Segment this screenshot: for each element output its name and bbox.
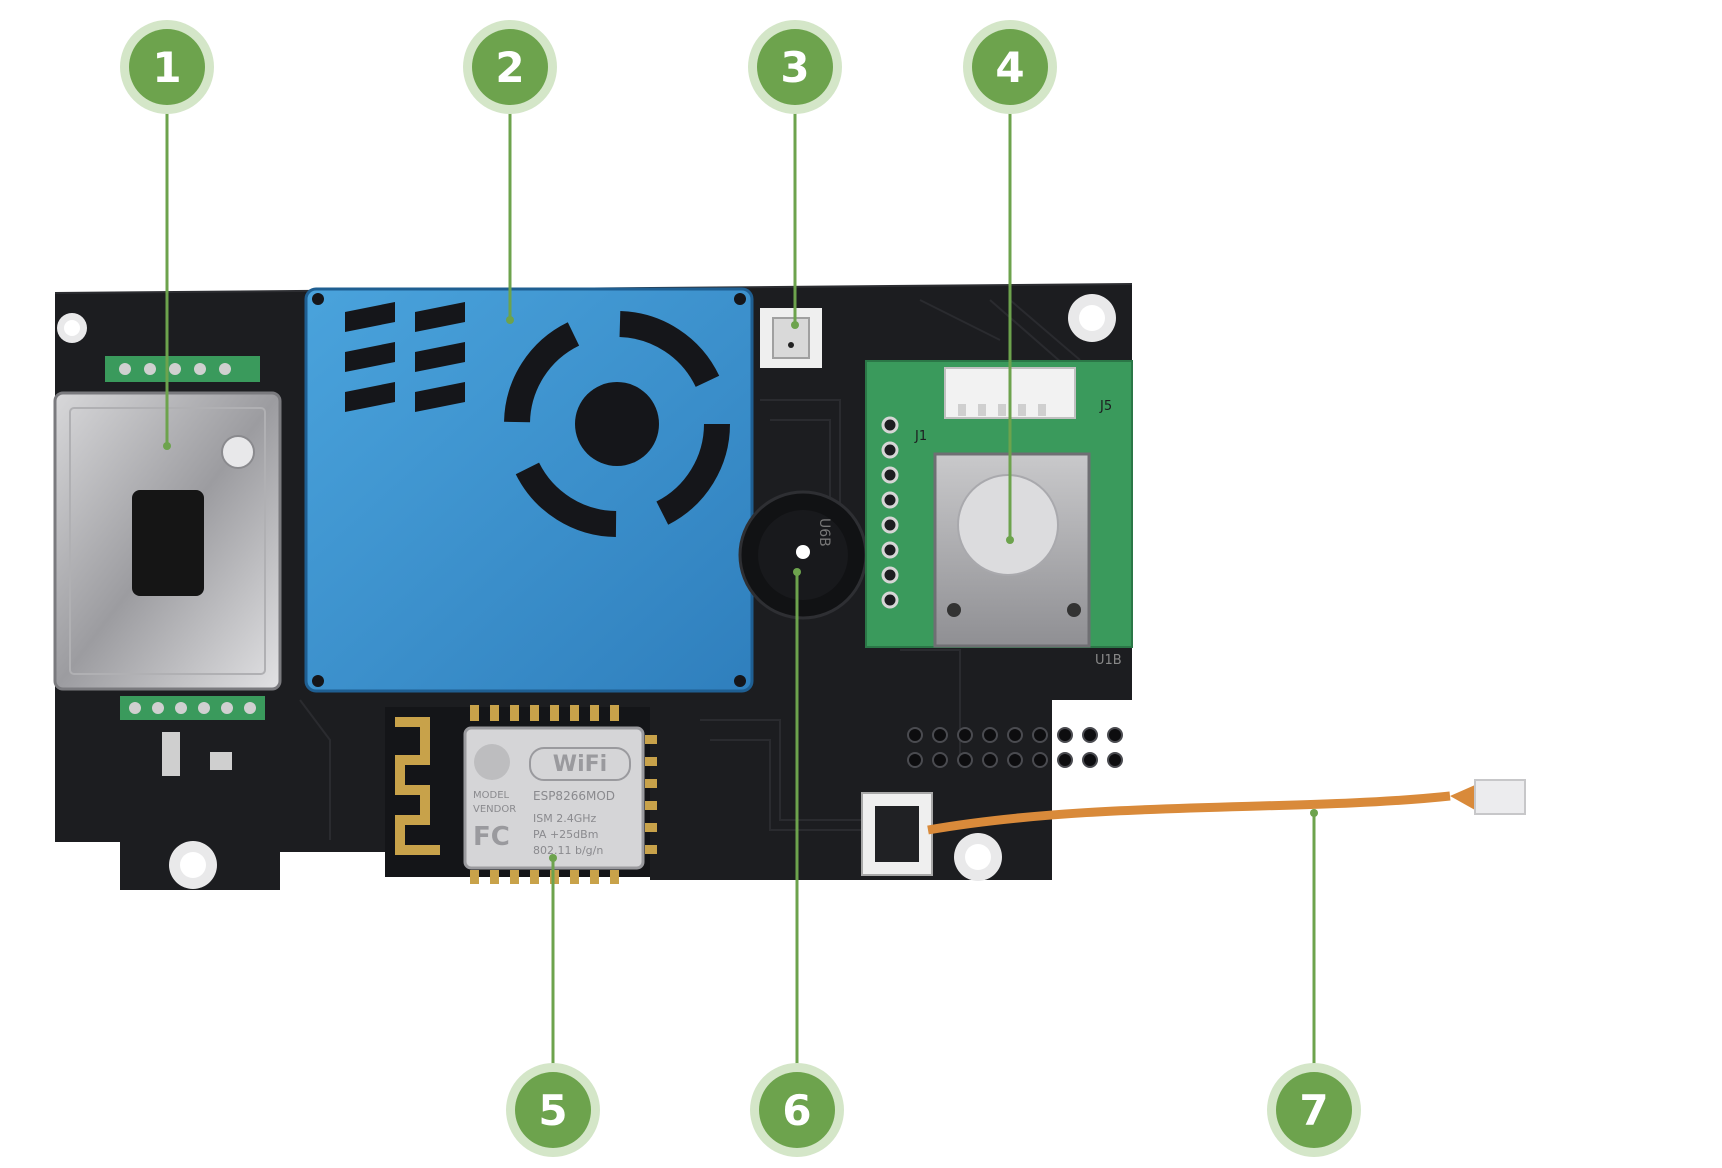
callout-4: 4: [963, 20, 1057, 114]
label-j5: J5: [1099, 399, 1112, 414]
fc-mark: FC: [473, 822, 510, 852]
callout-number: 1: [152, 43, 181, 92]
component-2-particulate-sensor: [304, 287, 754, 693]
callout-7: 7: [1267, 1063, 1361, 1157]
mounting-hole-top-left: [57, 313, 87, 343]
label-u6b: U6B: [816, 518, 832, 547]
label-u1b: U1B: [1095, 653, 1122, 668]
mounting-hole-top-right: [1068, 294, 1116, 342]
callout-5: 5: [506, 1063, 600, 1157]
pin-header: [907, 727, 1123, 768]
component-3-small-sensor: [760, 308, 822, 368]
leader-dots: [163, 316, 1318, 862]
wifi-logo-text: WiFi: [553, 752, 607, 777]
component-7-flex-cable-sensor: [861, 779, 1526, 876]
label-module: ESP8266MOD: [533, 789, 615, 803]
label-model: MODEL: [473, 790, 510, 801]
label-std: 802.11 b/g/n: [533, 844, 603, 857]
component-4-gas-sensor: J5 J1 U1B: [865, 360, 1133, 668]
mounting-hole-bottom-left: [169, 841, 217, 889]
fan-grille: [504, 311, 730, 537]
label-ism: ISM 2.4GHz: [533, 812, 597, 825]
callout-number: 2: [495, 43, 524, 92]
component-6-buzzer: U6B: [738, 490, 868, 620]
label-j1: J1: [914, 429, 927, 444]
callout-number: 6: [782, 1086, 811, 1135]
callout-1: 1: [120, 20, 214, 114]
callout-2: 2: [463, 20, 557, 114]
label-pa: PA +25dBm: [533, 828, 598, 841]
mounting-hole-bottom-right: [954, 833, 1002, 881]
callout-3: 3: [748, 20, 842, 114]
label-vendor: VENDOR: [473, 804, 516, 815]
callout-6: 6: [750, 1063, 844, 1157]
callout-number: 5: [538, 1086, 567, 1135]
callout-number: 3: [780, 43, 809, 92]
callout-number: 7: [1299, 1086, 1328, 1135]
callout-number: 4: [995, 43, 1024, 92]
component-5-wifi-module: WiFi MODEL VENDOR ESP8266MOD FC ISM 2.4G…: [385, 705, 657, 884]
leader-lines: [165, 110, 1316, 1065]
